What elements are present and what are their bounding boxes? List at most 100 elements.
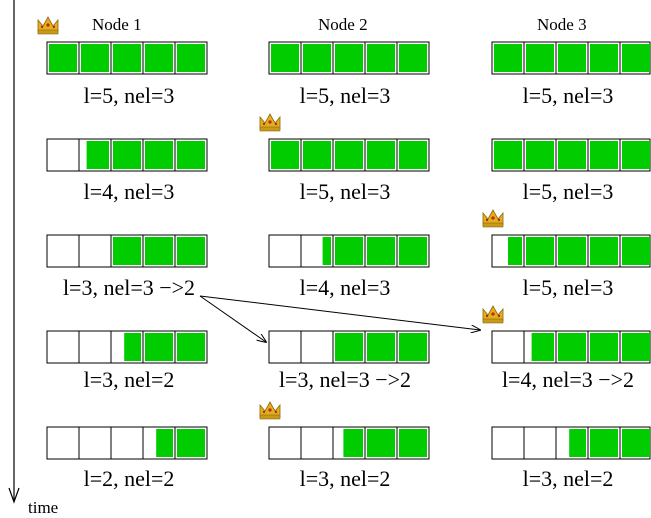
cell-fill bbox=[177, 429, 205, 457]
memory-cell bbox=[523, 330, 557, 364]
arrow-to-node-2 bbox=[199, 295, 266, 342]
memory-cell bbox=[555, 41, 589, 75]
cell-fill bbox=[367, 429, 395, 457]
memory-cell bbox=[110, 234, 144, 268]
node-2-title: Node 2 bbox=[318, 15, 368, 34]
cell-fill bbox=[113, 44, 141, 72]
memory-cell bbox=[78, 426, 112, 460]
memory-cell bbox=[78, 234, 112, 268]
time-axis: time bbox=[8, 0, 58, 517]
cell-fill bbox=[590, 429, 618, 457]
memory-cell bbox=[555, 426, 589, 460]
memory-cell bbox=[174, 138, 208, 172]
state-label: l=3, nel=2 bbox=[523, 466, 614, 491]
cell-fill bbox=[622, 237, 650, 265]
cell-fill bbox=[86, 141, 109, 169]
memory-cell bbox=[555, 234, 589, 268]
memory-cell bbox=[174, 426, 208, 460]
memory-cell bbox=[110, 41, 144, 75]
time-label: time bbox=[28, 498, 58, 517]
memory-cell bbox=[587, 138, 621, 172]
node-3-row-3: l=5, nel=3 bbox=[482, 209, 651, 300]
memory-cell bbox=[46, 426, 80, 460]
cell-fill bbox=[399, 44, 427, 72]
node-titles: Node 1 Node 2 Node 3 bbox=[92, 15, 587, 34]
memory-cell bbox=[619, 426, 651, 460]
memory-cell bbox=[364, 138, 398, 172]
memory-cell bbox=[396, 138, 430, 172]
node-3-column: l=5, nel=3l=5, nel=3l=5, nel=3l=4, nel=3… bbox=[482, 41, 651, 491]
memory-cell bbox=[268, 41, 302, 75]
node-1-title: Node 1 bbox=[92, 15, 142, 34]
leader-crown-icon bbox=[482, 209, 504, 228]
memory-cell bbox=[142, 234, 176, 268]
state-label: l=4, nel=3 bbox=[84, 179, 175, 204]
node-2-row-5: l=3, nel=2 bbox=[259, 401, 430, 491]
memory-cell bbox=[491, 426, 525, 460]
cell-fill bbox=[367, 141, 395, 169]
leader-crown-icon bbox=[37, 16, 59, 35]
cell-fill bbox=[526, 44, 554, 72]
memory-cell bbox=[300, 234, 334, 268]
memory-cell bbox=[142, 426, 176, 460]
memory-cell bbox=[491, 41, 525, 75]
cell-fill bbox=[526, 237, 554, 265]
cell-fill bbox=[113, 237, 141, 265]
node-2-row-2: l=5, nel=3 bbox=[259, 113, 430, 204]
cell-fill bbox=[367, 237, 395, 265]
memory-cell bbox=[619, 41, 651, 75]
cell-fill bbox=[343, 429, 363, 457]
node-1-row-3: l=3, nel=3 −>2 bbox=[46, 234, 208, 300]
cell-fill bbox=[622, 44, 650, 72]
node-state-grid: l=5, nel=3 l=4, nel=3 l=3, nel=3 −>2 l=3, n… bbox=[37, 16, 651, 491]
cell-fill bbox=[367, 44, 395, 72]
state-label: l=5, nel=3 bbox=[84, 83, 175, 108]
memory-cell bbox=[491, 330, 525, 364]
cell-fill bbox=[531, 333, 554, 361]
memory-cell bbox=[268, 234, 302, 268]
cell-fill bbox=[81, 44, 109, 72]
node-1-row-5: l=2, nel=2 bbox=[46, 426, 208, 491]
memory-cell bbox=[364, 41, 398, 75]
leader-crown-icon bbox=[259, 113, 281, 132]
memory-cell bbox=[78, 138, 112, 172]
memory-cell bbox=[268, 426, 302, 460]
cell-fill bbox=[156, 429, 173, 457]
node-3-row-4: l=4, nel=3 −>2 bbox=[482, 305, 651, 392]
memory-cell bbox=[364, 330, 398, 364]
cell-fill bbox=[303, 141, 331, 169]
memory-cell bbox=[300, 41, 334, 75]
memory-cell bbox=[46, 330, 80, 364]
memory-cell bbox=[332, 234, 366, 268]
state-label: l=3, nel=3 −>2 bbox=[279, 367, 411, 392]
memory-cell bbox=[332, 330, 366, 364]
cell-fill bbox=[569, 429, 586, 457]
cell-fill bbox=[177, 237, 205, 265]
memory-cell bbox=[332, 41, 366, 75]
cell-fill bbox=[177, 44, 205, 72]
cell-fill bbox=[49, 44, 77, 72]
state-label: l=3, nel=2 bbox=[84, 367, 175, 392]
transfer-arrows bbox=[199, 295, 480, 342]
memory-cell bbox=[78, 330, 112, 364]
memory-cell bbox=[300, 330, 334, 364]
down-arrow-icon bbox=[8, 487, 20, 504]
leader-crown-icon bbox=[482, 305, 504, 324]
memory-cell bbox=[523, 138, 557, 172]
cell-fill bbox=[367, 333, 395, 361]
cell-fill bbox=[494, 141, 522, 169]
memory-cell bbox=[587, 426, 621, 460]
memory-cell bbox=[396, 41, 430, 75]
memory-cell bbox=[523, 41, 557, 75]
cell-fill bbox=[145, 333, 173, 361]
memory-cell bbox=[110, 138, 144, 172]
cell-fill bbox=[590, 237, 618, 265]
memory-cell bbox=[364, 426, 398, 460]
memory-cell bbox=[555, 330, 589, 364]
memory-cell bbox=[396, 234, 430, 268]
memory-cell bbox=[46, 41, 80, 75]
cell-fill bbox=[271, 44, 299, 72]
memory-cell bbox=[78, 41, 112, 75]
cell-fill bbox=[145, 141, 173, 169]
cell-fill bbox=[145, 44, 173, 72]
